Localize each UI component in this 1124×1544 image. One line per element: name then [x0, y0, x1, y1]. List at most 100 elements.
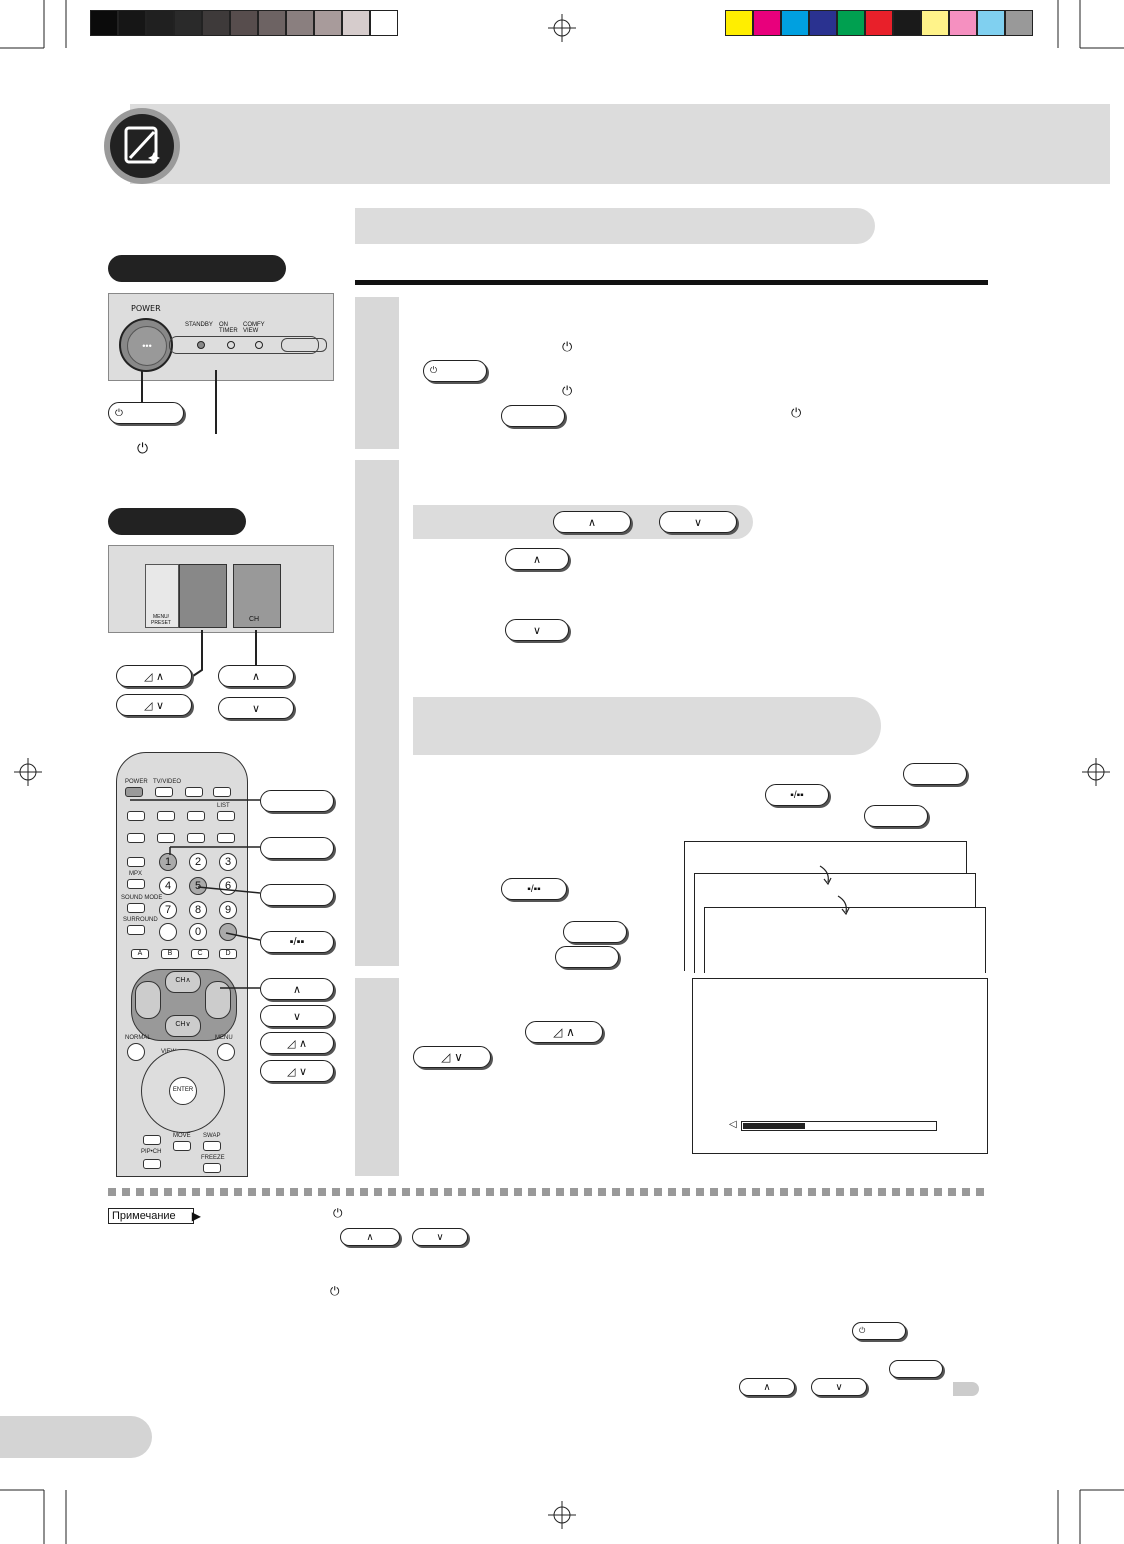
tv-edit-icon	[124, 126, 160, 164]
remote-callout-power[interactable]	[260, 790, 334, 812]
note-key[interactable]	[889, 1360, 943, 1378]
page-number-badge	[953, 1382, 979, 1396]
ch-down-key[interactable]: ∨	[218, 697, 294, 719]
remote-callout-ch-down[interactable]: ∨	[260, 1005, 334, 1027]
note-ch-up-key-2[interactable]: ∧	[739, 1378, 795, 1396]
remote-move-button[interactable]	[173, 1141, 191, 1151]
note-label-text: Примечание	[112, 1210, 176, 1222]
gray-swatch	[314, 10, 342, 36]
remote-power-button[interactable]	[125, 787, 143, 797]
note-ch-up-key[interactable]: ∧	[340, 1228, 400, 1246]
remote-callout-digit-entry[interactable]: ▪/▪▪	[260, 931, 334, 953]
remote-callout-digit-5[interactable]	[260, 884, 334, 906]
remote-menu-button[interactable]	[217, 1043, 235, 1061]
note-ch-down-key[interactable]: ∨	[412, 1228, 468, 1246]
remote-pip-ch-down-button[interactable]	[143, 1159, 161, 1169]
remote-button[interactable]	[213, 787, 231, 797]
remote-digit-5[interactable]: 5	[189, 877, 207, 895]
remote-freeze-button[interactable]	[203, 1163, 221, 1173]
remote-c-button[interactable]: C	[191, 949, 209, 959]
remote-vol-up-button[interactable]	[205, 981, 231, 1019]
gray-swatch	[258, 10, 286, 36]
note-ch-down-key-2[interactable]: ∨	[811, 1378, 867, 1396]
remote-move-label: MOVE	[173, 1133, 191, 1139]
remote-swap-button[interactable]	[203, 1141, 221, 1151]
gray-swatch	[230, 10, 258, 36]
color-swatches	[725, 10, 1033, 36]
inline-vol-down-key[interactable]: ◿ ∨	[413, 1046, 491, 1068]
callout-lines-side	[189, 630, 257, 679]
remote-button[interactable]	[187, 811, 205, 821]
remote-digit-4[interactable]: 4	[159, 877, 177, 895]
inline-ch-down-key[interactable]: ∨	[505, 619, 569, 641]
remote-d-button[interactable]: D	[219, 949, 237, 959]
remote-button[interactable]	[217, 811, 235, 821]
remote-mute-button[interactable]	[127, 857, 145, 867]
vol-up-key[interactable]: ◿ ∧	[116, 665, 192, 687]
inline-ch-up-key[interactable]: ∧	[505, 548, 569, 570]
ch-up-key[interactable]: ∧	[218, 665, 294, 687]
power-key-callout[interactable]: ⏻	[108, 402, 184, 424]
remote-digit-7[interactable]: 7	[159, 901, 177, 919]
remote-button[interactable]	[127, 811, 145, 821]
vol-down-key[interactable]: ◿ ∨	[116, 694, 192, 716]
channel-key-group[interactable]	[233, 564, 281, 628]
remote-digit-1[interactable]: 1	[159, 853, 177, 871]
remote-normal-button[interactable]	[127, 1043, 145, 1061]
step-2-bar	[355, 460, 399, 966]
power-icon: ⏻	[562, 340, 573, 355]
remote-ch-up-button[interactable]: CH∧	[165, 971, 201, 993]
remote-enter-button[interactable]: ENTER	[169, 1077, 197, 1105]
remote-callout-vol-up[interactable]: ◿ ∧	[260, 1032, 334, 1054]
gray-swatch	[90, 10, 118, 36]
inline-key-a[interactable]	[903, 763, 967, 785]
remote-freeze-label: FREEZE	[201, 1155, 225, 1161]
color-swatch	[977, 10, 1005, 36]
remote-button[interactable]	[185, 787, 203, 797]
remote-button[interactable]	[187, 833, 205, 843]
remote-ch-down-button[interactable]: CH∨	[165, 1015, 201, 1037]
remote-button[interactable]	[157, 833, 175, 843]
inline-remote-power-key[interactable]	[501, 405, 565, 427]
remote-digit-3[interactable]: 3	[219, 853, 237, 871]
remote-callout-vol-down[interactable]: ◿ ∨	[260, 1060, 334, 1082]
remote-vol-down-button[interactable]	[135, 981, 161, 1019]
remote-a-button[interactable]: A	[131, 949, 149, 959]
remote-callout-digit-1[interactable]	[260, 837, 334, 859]
remote-digit-2[interactable]: 2	[189, 853, 207, 871]
power-icon: ⏻	[330, 1284, 340, 1298]
remote-digit-9[interactable]: 9	[219, 901, 237, 919]
remote-flashback-button[interactable]	[159, 923, 177, 941]
remote-sound-mode-label: SOUND MODE	[121, 895, 163, 901]
remote-pip-ch-up-button[interactable]	[143, 1135, 161, 1145]
inline-key-d[interactable]	[555, 946, 619, 968]
remote-digit-8[interactable]: 8	[189, 901, 207, 919]
power-button[interactable]: •••	[119, 318, 173, 372]
color-swatch	[865, 10, 893, 36]
remote-tv-video-button[interactable]	[155, 787, 173, 797]
ch-label: CH	[249, 616, 260, 623]
inline-power-key[interactable]: ⏻	[423, 360, 487, 382]
remote-digit-entry-button[interactable]	[219, 923, 237, 941]
subheader-ch-up-key[interactable]: ∧	[553, 511, 631, 533]
remote-callout-ch-up[interactable]: ∧	[260, 978, 334, 1000]
inline-key-c[interactable]	[563, 921, 627, 943]
remote-button[interactable]	[157, 811, 175, 821]
inline-digit-entry-key-a[interactable]: ▪/▪▪	[765, 784, 829, 806]
remote-mpx-button[interactable]	[127, 879, 145, 889]
remote-button[interactable]	[127, 833, 145, 843]
remote-digit-0[interactable]: 0	[189, 923, 207, 941]
inline-digit-entry-key-b[interactable]: ▪/▪▪	[501, 878, 567, 900]
volume-key-group[interactable]	[179, 564, 227, 628]
inline-key-b[interactable]	[864, 805, 928, 827]
remote-sound-mode-button[interactable]	[127, 903, 145, 913]
remote-button[interactable]	[217, 833, 235, 843]
remote-surround-button[interactable]	[127, 925, 145, 935]
header-icon-circle	[110, 114, 174, 178]
subheader-ch-down-key[interactable]: ∨	[659, 511, 737, 533]
note-power-key[interactable]: ⏻	[852, 1322, 906, 1340]
inline-vol-up-key[interactable]: ◿ ∧	[525, 1021, 603, 1043]
remote-b-button[interactable]: B	[161, 949, 179, 959]
callout-lines-panel	[141, 370, 217, 434]
